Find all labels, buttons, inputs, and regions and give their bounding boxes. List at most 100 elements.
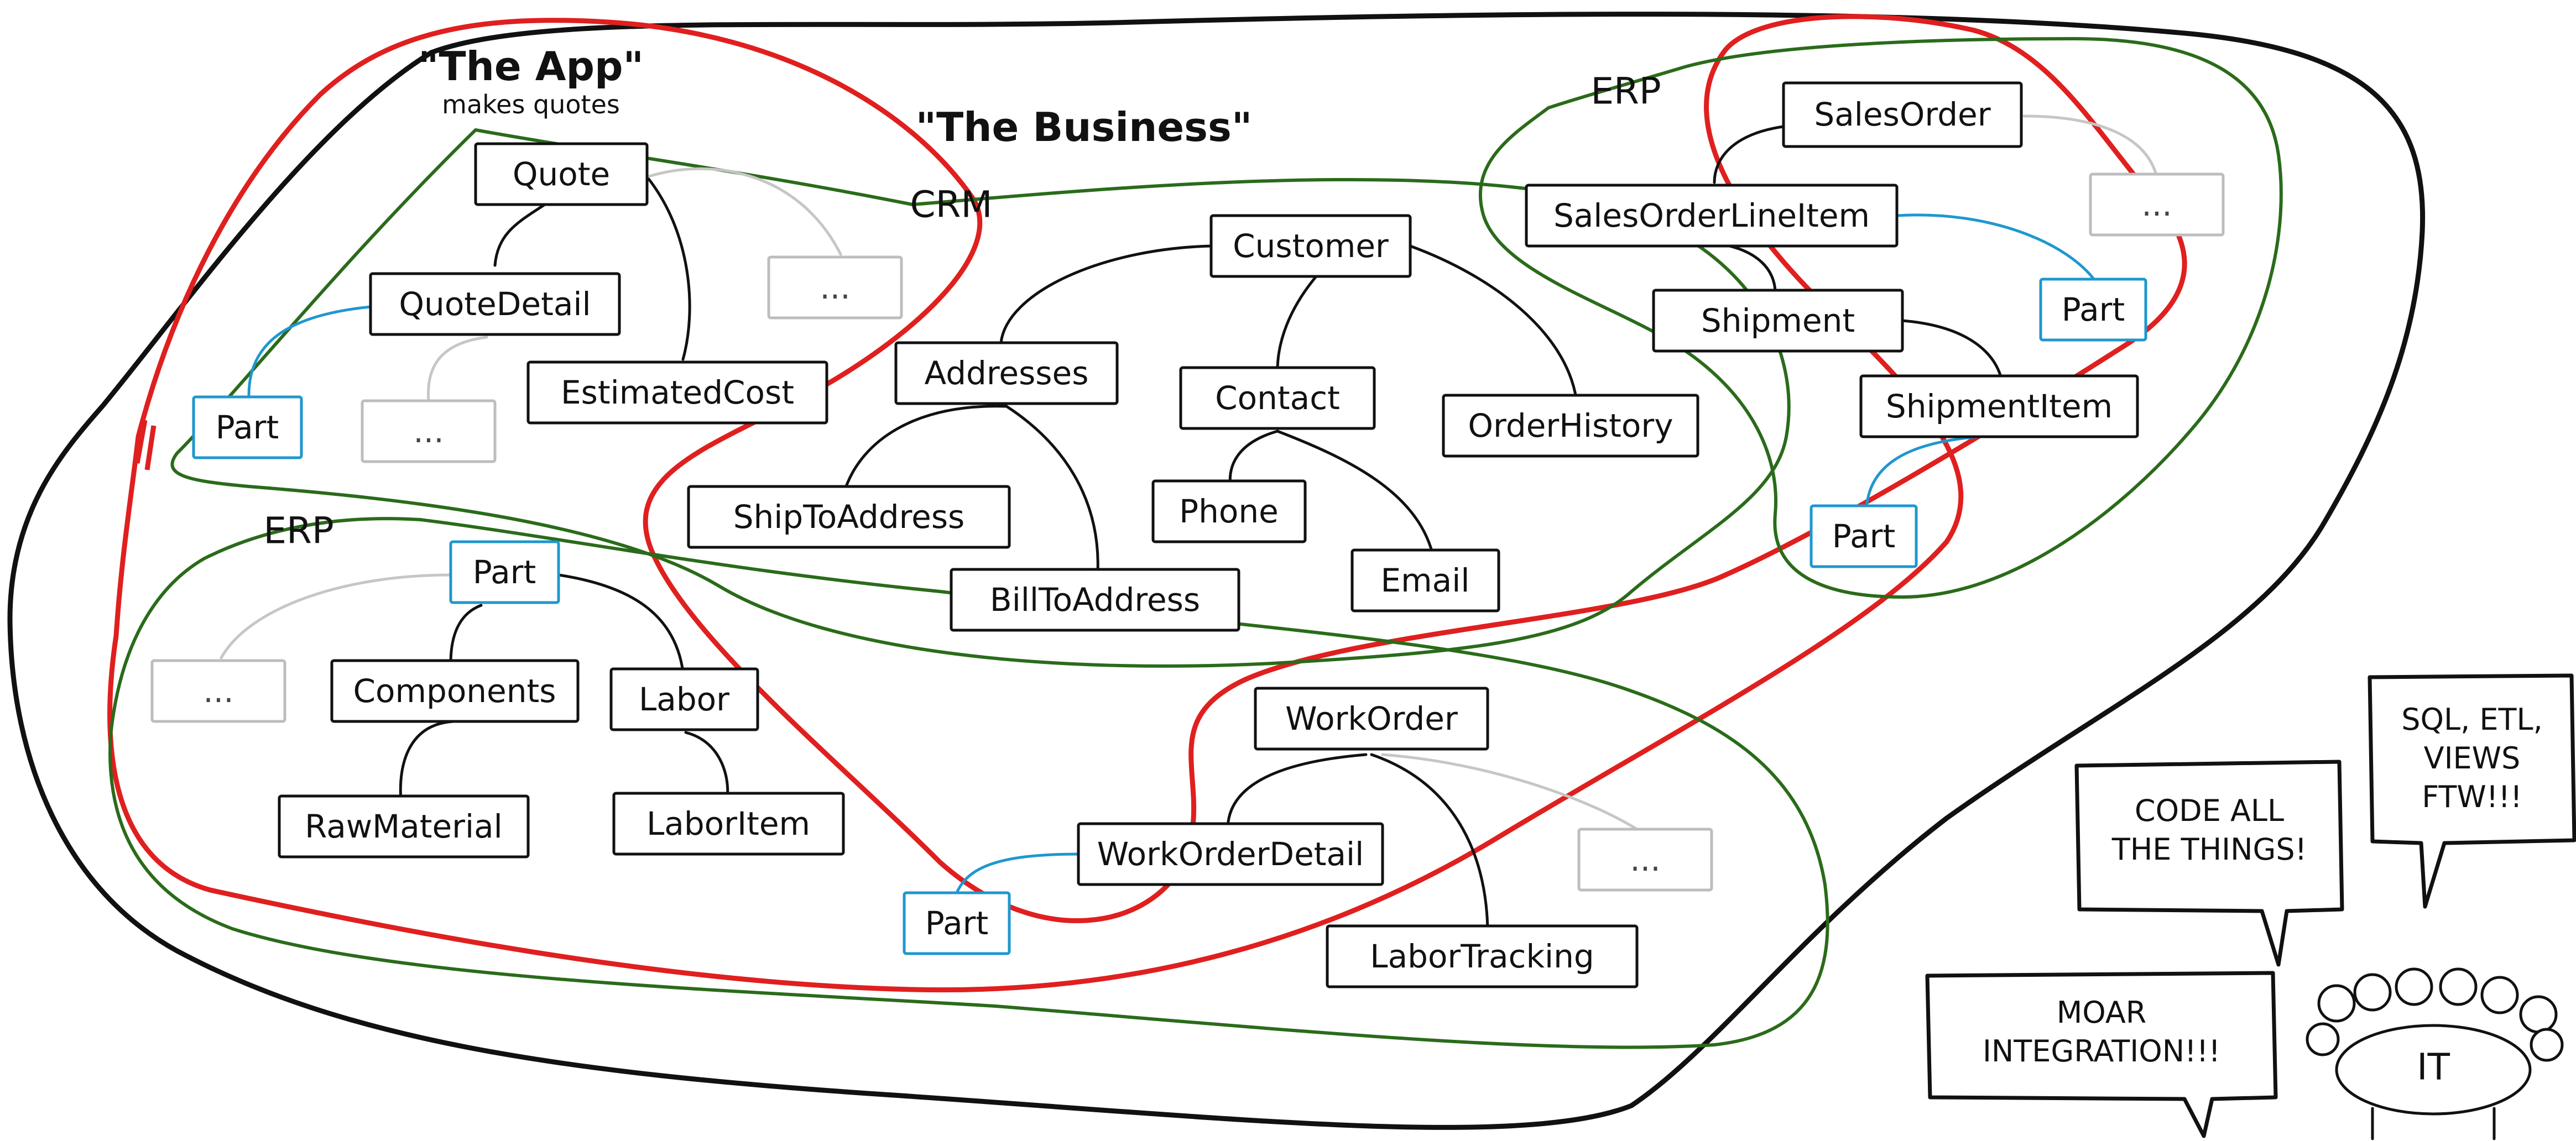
erp-left-label: ERP: [263, 510, 333, 552]
svg-text:THE THINGS!: THE THINGS!: [2111, 832, 2307, 867]
svg-text:Part: Part: [216, 409, 279, 446]
edge-addresses-shipto: [844, 405, 1008, 488]
crm-label: CRM: [910, 184, 993, 226]
svg-text:SalesOrder: SalesOrder: [1814, 96, 1990, 133]
svg-text:EstimatedCost: EstimatedCost: [561, 374, 794, 411]
svg-text:WorkOrder: WorkOrder: [1285, 700, 1458, 737]
edge-salesorder-ellipsis: [2022, 114, 2158, 179]
edge-contact-phone: [1228, 430, 1279, 488]
edge-quote-ellipsis: [645, 167, 842, 256]
svg-text:Email: Email: [1381, 562, 1470, 599]
node-labor-item: LaborItem: [612, 792, 845, 856]
node-email: Email: [1350, 548, 1500, 613]
svg-text:BillToAddress: BillToAddress: [990, 581, 1200, 619]
svg-text:OrderHistory: OrderHistory: [1468, 407, 1673, 444]
node-quote-ellipsis-b: ...: [361, 399, 497, 463]
node-labor-tracking: LaborTracking: [1326, 924, 1639, 988]
svg-text:QuoteDetail: QuoteDetail: [399, 285, 591, 323]
edge-quotedetail-part: [247, 305, 372, 397]
node-sales-part: Part: [2039, 278, 2147, 342]
node-sales-order-line-item: SalesOrderLineItem: [1525, 184, 1899, 248]
node-bill-to-address: BillToAddress: [950, 568, 1240, 632]
it-team: IT: [2306, 967, 2564, 1140]
bubble-sql: SQL, ETL, VIEWS FTW!!!: [2368, 673, 2576, 909]
svg-text:Part: Part: [2062, 291, 2125, 328]
edge-shipmentitem-part: [1865, 435, 1981, 510]
svg-text:Part: Part: [1832, 517, 1896, 555]
edge-erppart-labor: [557, 573, 685, 673]
node-quote: Quote: [474, 142, 649, 206]
node-quote-detail: QuoteDetail: [369, 272, 621, 336]
edge-addresses-billto: [1005, 405, 1099, 574]
node-quote-part: Part: [192, 395, 303, 459]
edge-quotedetail-ellipsis: [426, 336, 488, 402]
svg-text:Part: Part: [925, 904, 989, 942]
svg-text:...: ...: [820, 269, 850, 306]
node-sales-order: SalesOrder: [1782, 81, 2023, 148]
app-title: "The App": [418, 43, 644, 90]
node-quote-ellipsis-a: ...: [767, 255, 903, 320]
app-region-tick: [134, 420, 157, 470]
edge-quote-estimatedcost: [645, 175, 691, 361]
business-title: "The Business": [916, 104, 1253, 150]
node-contact: Contact: [1179, 366, 1376, 430]
svg-text:Shipment: Shipment: [1701, 302, 1855, 339]
svg-text:CODE ALL: CODE ALL: [2135, 793, 2284, 828]
svg-text:MOAR: MOAR: [2057, 995, 2147, 1030]
node-work-part: Part: [903, 891, 1011, 955]
svg-text:ShipToAddress: ShipToAddress: [733, 498, 965, 536]
svg-text:Customer: Customer: [1233, 227, 1389, 265]
node-customer: Customer: [1209, 214, 1412, 278]
svg-text:...: ...: [2141, 186, 2172, 223]
node-work-order-detail: WorkOrderDetail: [1077, 822, 1384, 886]
svg-text:INTEGRATION!!!: INTEGRATION!!!: [1983, 1034, 2220, 1069]
node-ship-to-address: ShipToAddress: [687, 485, 1011, 549]
edge-customer-orderhistory: [1409, 244, 1578, 400]
svg-text:FTW!!!: FTW!!!: [2422, 779, 2522, 814]
edge-erppart-components: [449, 604, 483, 665]
node-labor: Labor: [609, 667, 759, 731]
edge-workorder-labortracking: [1370, 753, 1489, 936]
node-order-history: OrderHistory: [1442, 394, 1699, 458]
node-raw-material: RawMaterial: [278, 794, 530, 859]
edge-erppart-ellipsis: [220, 573, 452, 660]
svg-text:LaborTracking: LaborTracking: [1370, 938, 1594, 975]
svg-text:...: ...: [413, 412, 444, 450]
svg-text:Contact: Contact: [1215, 379, 1340, 417]
svg-text:Phone: Phone: [1179, 493, 1279, 530]
node-components: Components: [330, 659, 580, 723]
svg-text:LaborItem: LaborItem: [646, 805, 810, 842]
node-work-order: WorkOrder: [1254, 687, 1489, 751]
edge-labor-laboritem: [684, 731, 729, 800]
svg-text:WorkOrderDetail: WorkOrderDetail: [1097, 835, 1364, 873]
node-erp-part: Part: [449, 540, 560, 604]
bubble-code: CODE ALL THE THINGS!: [2074, 760, 2344, 967]
edge-workorderdetail-part: [952, 852, 1080, 903]
edge-customer-addresses: [999, 244, 1213, 344]
edge-contact-email: [1276, 430, 1434, 554]
svg-text:Components: Components: [353, 672, 556, 710]
bubble-moar: MOAR INTEGRATION!!!: [1925, 971, 2278, 1138]
svg-text:Quote: Quote: [513, 155, 610, 193]
it-table: [2335, 1024, 2532, 1116]
svg-text:Labor: Labor: [639, 681, 729, 718]
node-shipment-part: Part: [1810, 504, 1918, 568]
erp-top-region: [1478, 37, 2283, 599]
app-region: [107, 14, 2187, 993]
svg-text:...: ...: [203, 672, 233, 710]
node-erp-ellipsis: ...: [150, 659, 286, 723]
node-work-ellipsis: ...: [1577, 828, 1713, 892]
node-sales-ellipsis: ...: [2089, 172, 2225, 237]
edge-workorder-detail: [1226, 753, 1368, 831]
edge-components-rawmaterial: [399, 720, 455, 803]
svg-text:SQL, ETL,: SQL, ETL,: [2401, 702, 2543, 737]
node-phone: Phone: [1151, 479, 1307, 543]
edge-quote-quotedetail: [493, 203, 546, 267]
svg-text:RawMaterial: RawMaterial: [305, 808, 503, 845]
business-boundary: [7, 12, 2426, 1130]
edge-customer-contact: [1276, 275, 1318, 372]
node-estimated-cost: EstimatedCost: [526, 360, 828, 425]
erp-left-region: [108, 517, 1829, 1049]
edge-shipment-shipmentitem: [1901, 319, 2004, 383]
